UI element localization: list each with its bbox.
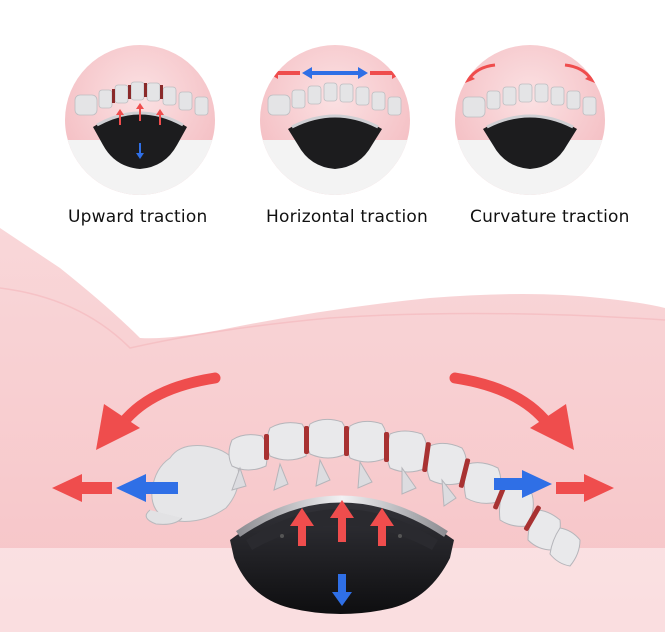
traction-device <box>230 495 454 614</box>
curved-arrow-right <box>449 372 554 430</box>
curvature-traction-thumbnail <box>455 45 605 195</box>
curved-arrow-left <box>116 372 221 430</box>
cervical-spine <box>145 418 581 567</box>
caption-upward-traction: Upward traction <box>68 207 208 227</box>
upward-traction-thumbnail <box>65 45 215 195</box>
caption-curvature-traction: Curvature traction <box>470 207 630 227</box>
main-illustration <box>0 228 665 632</box>
horizontal-traction-thumbnail <box>260 45 410 195</box>
caption-horizontal-traction: Horizontal traction <box>266 207 428 227</box>
horizontal-arrows <box>52 470 614 502</box>
